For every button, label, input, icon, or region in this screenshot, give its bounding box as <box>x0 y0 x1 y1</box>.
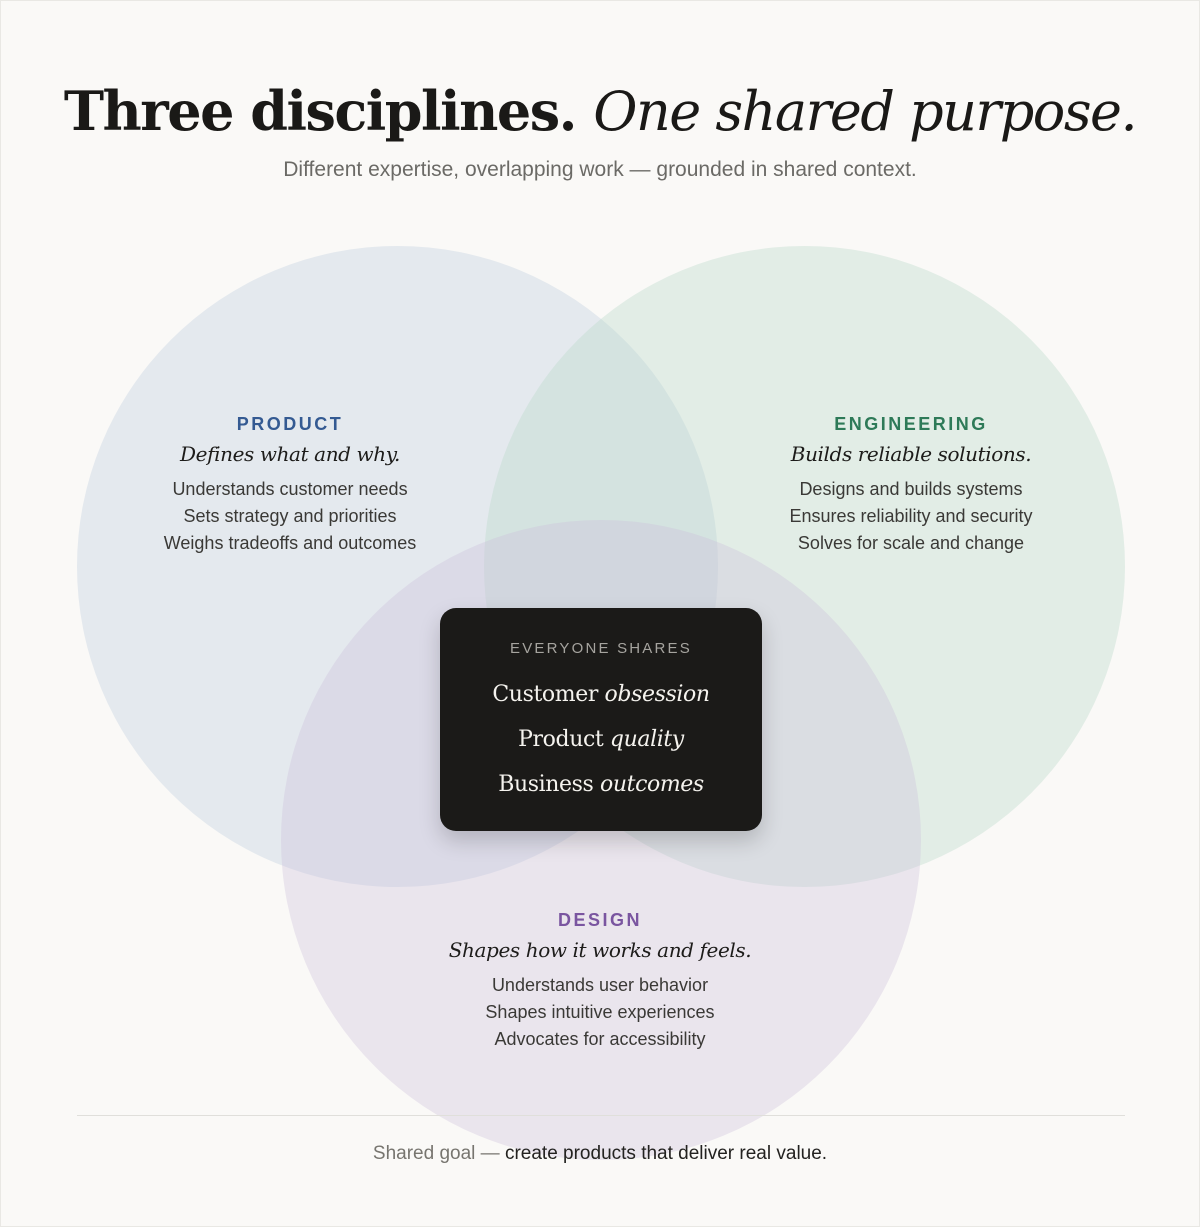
shared-value-italic: quality <box>609 727 684 752</box>
shared-value: Customer obsession <box>440 672 762 717</box>
engineering-label: ENGINEERING <box>834 414 988 434</box>
shared-value-plain: Business <box>498 772 594 797</box>
product-group: PRODUCT Defines what and why. Understand… <box>101 412 479 557</box>
engineering-item: Solves for scale and change <box>797 533 1025 553</box>
engineering-items: Designs and builds systems Ensures relia… <box>722 476 1100 557</box>
footer-divider <box>77 1115 1125 1116</box>
product-item: Weighs tradeoffs and outcomes <box>163 533 417 553</box>
engineering-item: Ensures reliability and security <box>789 506 1033 526</box>
engineering-tagline: Builds reliable solutions. <box>790 442 1032 466</box>
shared-value-italic: obsession <box>604 682 710 707</box>
design-tagline: Shapes how it works and feels. <box>448 938 752 962</box>
shared-values-list: Customer obsession Product quality Busin… <box>440 672 762 807</box>
product-item: Understands customer needs <box>172 479 408 499</box>
title-italic: One shared purpose. <box>593 80 1137 143</box>
product-items: Understands customer needs Sets strategy… <box>101 476 479 557</box>
design-label: DESIGN <box>557 910 642 930</box>
product-label: PRODUCT <box>236 414 344 434</box>
shared-label: EVERYONE SHARES <box>510 640 692 657</box>
shared-value-italic: outcomes <box>600 772 704 797</box>
footer-muted: Shared goal — <box>372 1143 500 1164</box>
shared-values-card: EVERYONE SHARES Customer obsession Produ… <box>440 608 762 831</box>
page-subtitle: Different expertise, overlapping work — … <box>283 158 917 181</box>
shared-value: Business outcomes <box>440 762 762 807</box>
page-title: Three disciplines. One shared purpose. <box>1 79 1199 143</box>
shared-value: Product quality <box>440 717 762 762</box>
shared-value-plain: Product <box>518 727 604 752</box>
footer-text: Shared goal — create products that deliv… <box>1 1143 1199 1165</box>
engineering-group: ENGINEERING Builds reliable solutions. D… <box>722 412 1100 557</box>
footer-strong: create products that deliver real value. <box>504 1143 828 1164</box>
engineering-item: Designs and builds systems <box>799 479 1023 499</box>
design-item: Advocates for accessibility <box>494 1029 706 1049</box>
design-items: Understands user behavior Shapes intuiti… <box>411 972 789 1053</box>
title-bold: Three disciplines. <box>63 79 578 143</box>
product-item: Sets strategy and priorities <box>183 506 397 526</box>
product-tagline: Defines what and why. <box>180 442 400 466</box>
design-item: Shapes intuitive experiences <box>485 1002 715 1022</box>
design-item: Understands user behavior <box>491 975 709 995</box>
shared-value-plain: Customer <box>492 682 598 707</box>
design-group: DESIGN Shapes how it works and feels. Un… <box>411 908 789 1053</box>
